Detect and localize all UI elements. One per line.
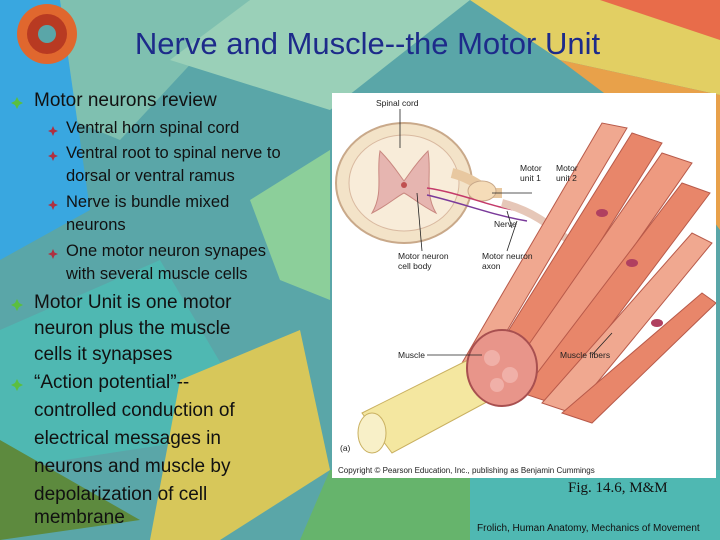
label-leader-lines (399, 109, 613, 356)
sub-bullet-marker-2 (48, 148, 58, 166)
bullet-marker-1 (11, 96, 23, 114)
sub-bullet-2-line-1: Ventral root to spinal nerve to (66, 144, 281, 162)
bullet-2-line-2: neuron plus the muscle (34, 318, 231, 339)
label-nerve: Nerve (494, 219, 517, 229)
bullet-3-line-5: depolarization of cell (34, 484, 208, 505)
bullet-3-line-2: controlled conduction of (34, 400, 235, 421)
slide-title: Nerve and Muscle--the Motor Unit (134, 26, 601, 61)
label-axon-line-2: axon (482, 261, 501, 271)
motor-unit-figure: Spinal cord Motor unit 1 Motor unit 2 Ne… (332, 93, 717, 478)
muscle-fibers-illustration (461, 122, 717, 424)
sub-bullet-marker-1 (48, 123, 58, 141)
bullet-marker-2 (11, 298, 23, 316)
sub-bullet-2-line-2: dorsal or ventral ramus (66, 167, 235, 185)
bullet-3-line-3: electrical messages in (34, 428, 221, 449)
sub-bullet-marker-3 (48, 197, 58, 215)
bullet-3-line-4: neurons and muscle by (34, 456, 231, 477)
figure-reference: Fig. 14.6, M&M (568, 480, 668, 496)
sub-bullet-4-line-1: One motor neuron synapes (66, 242, 266, 260)
label-cell-body-line-2: cell body (398, 261, 432, 271)
bullet-3-line-1: “Action potential”-- (34, 372, 190, 393)
label-muscle: Muscle (398, 350, 425, 360)
bullet-marker-3 (11, 378, 23, 396)
label-motor-unit-1-line-2: unit 1 (520, 173, 541, 183)
bullet-2-line-3: cells it synapses (34, 344, 173, 365)
muscle-illustration (357, 329, 538, 454)
label-motor-unit-1-line-1: Motor (520, 163, 542, 173)
sub-bullet-3-line-1: Nerve is bundle mixed (66, 193, 230, 211)
bullet-1-text: Motor neurons review (34, 90, 217, 111)
label-cell-body-line-1: Motor neuron (398, 251, 449, 261)
sub-bullet-4-line-2: with several muscle cells (66, 265, 248, 283)
gear-icon (17, 4, 77, 64)
figure-copyright: Copyright © Pearson Education, Inc., pub… (338, 466, 595, 475)
sub-bullet-1-text: Ventral horn spinal cord (66, 119, 240, 137)
label-axon-line-1: Motor neuron (482, 251, 533, 261)
label-spinal-cord: Spinal cord (376, 98, 419, 108)
spinal-cord-illustration (335, 122, 502, 244)
label-motor-unit-2-line-1: Motor (556, 163, 578, 173)
label-muscle-fibers: Muscle fibers (560, 350, 610, 360)
label-panel: (a) (340, 443, 351, 453)
nerve-illustration (426, 187, 575, 247)
bullet-2-line-1: Motor Unit is one motor (34, 292, 232, 313)
sub-bullet-3-line-2: neurons (66, 216, 126, 234)
sub-bullet-marker-4 (48, 246, 58, 264)
footer-citation: Frolich, Human Anatomy, Mechanics of Mov… (477, 523, 700, 534)
label-motor-unit-2-line-2: unit 2 (556, 173, 577, 183)
bullet-3-line-6: membrane (34, 507, 125, 528)
